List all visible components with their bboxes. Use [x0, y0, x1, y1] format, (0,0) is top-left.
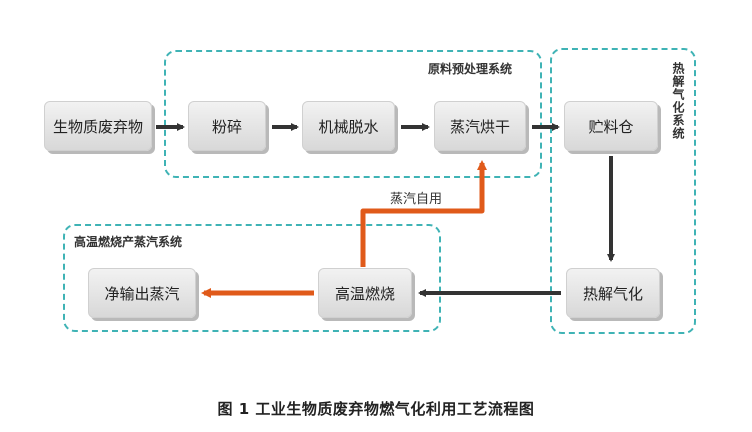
node-dewater: 机械脱水 — [302, 101, 395, 151]
node-combustion: 高温燃烧 — [318, 268, 412, 318]
group-pretreatment — [164, 50, 542, 178]
figure-caption: 图 1 工业生物质废弃物燃气化利用工艺流程图 — [217, 400, 535, 418]
node-pyrolysis: 热解气化 — [566, 268, 660, 318]
group-gasification — [550, 48, 696, 334]
node-dry: 蒸汽烘干 — [434, 101, 526, 151]
node-silo: 贮料仓 — [564, 101, 658, 151]
group-label-gasification: 热解气化系统 — [671, 62, 685, 140]
node-crush: 粉碎 — [188, 101, 266, 151]
group-label-pretreatment: 原料预处理系统 — [428, 62, 513, 76]
edge-label-steam-self-use: 蒸汽自用 — [390, 192, 443, 207]
group-steam — [63, 224, 441, 332]
group-label-steam: 高温燃烧产蒸汽系统 — [74, 235, 183, 249]
node-output: 净输出蒸汽 — [88, 268, 196, 318]
node-biomass: 生物质废弃物 — [44, 101, 152, 151]
arrow-steam-self-use — [360, 160, 487, 267]
